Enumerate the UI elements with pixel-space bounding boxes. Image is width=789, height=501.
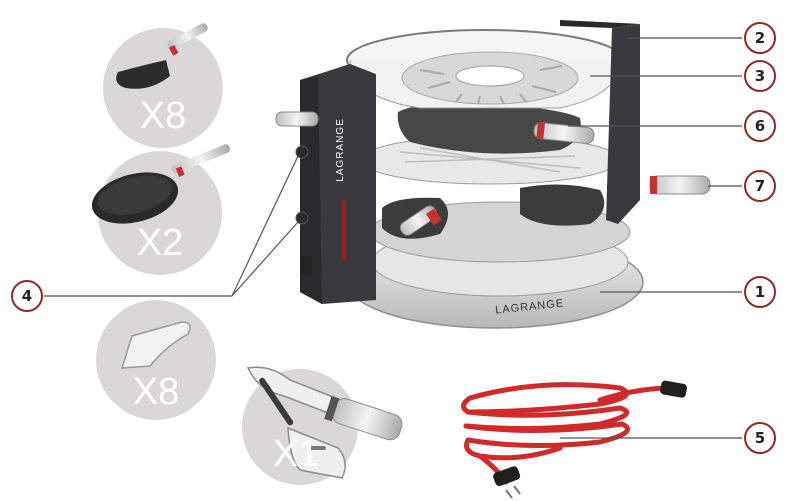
accessory-quantity: X8 — [133, 371, 179, 413]
callout-6: 6 — [744, 110, 776, 142]
leader-lines — [44, 37, 742, 439]
accessory-quantity: X1 — [273, 433, 319, 475]
callout-2: 2 — [744, 22, 776, 54]
svg-text:5: 5 — [755, 429, 765, 447]
callout-4: 4 — [11, 280, 43, 312]
svg-text:2: 2 — [755, 29, 765, 47]
svg-text:3: 3 — [755, 67, 765, 85]
accessory-frying-pans: X2 — [91, 144, 231, 275]
cheese-knife-icon — [246, 366, 403, 479]
accessory-quantity: X2 — [137, 222, 183, 264]
svg-text:7: 7 — [755, 177, 765, 195]
callout-1: 1 — [744, 276, 776, 308]
raclette-grill-icon: LAGRANGE LAGRANGE — [275, 20, 711, 329]
svg-text:6: 6 — [755, 117, 765, 135]
accessory-small-pans: X8 — [103, 23, 223, 148]
callout-3: 3 — [744, 60, 776, 92]
spatula-icon — [120, 321, 191, 369]
svg-text:4: 4 — [22, 287, 32, 305]
accessory-cheese-tools: X1 — [242, 366, 403, 485]
frying-pan-icon — [91, 144, 231, 224]
column-brand-label: LAGRANGE — [335, 118, 346, 182]
small-pan-icon — [116, 23, 208, 89]
power-cord-icon — [461, 380, 687, 499]
accessory-spatulas: X8 — [96, 300, 216, 420]
svg-text:1: 1 — [755, 283, 765, 301]
accessory-circle — [103, 28, 223, 148]
callout-5: 5 — [744, 422, 776, 454]
accessory-quantity: X8 — [140, 95, 186, 137]
callout-7: 7 — [744, 170, 776, 202]
